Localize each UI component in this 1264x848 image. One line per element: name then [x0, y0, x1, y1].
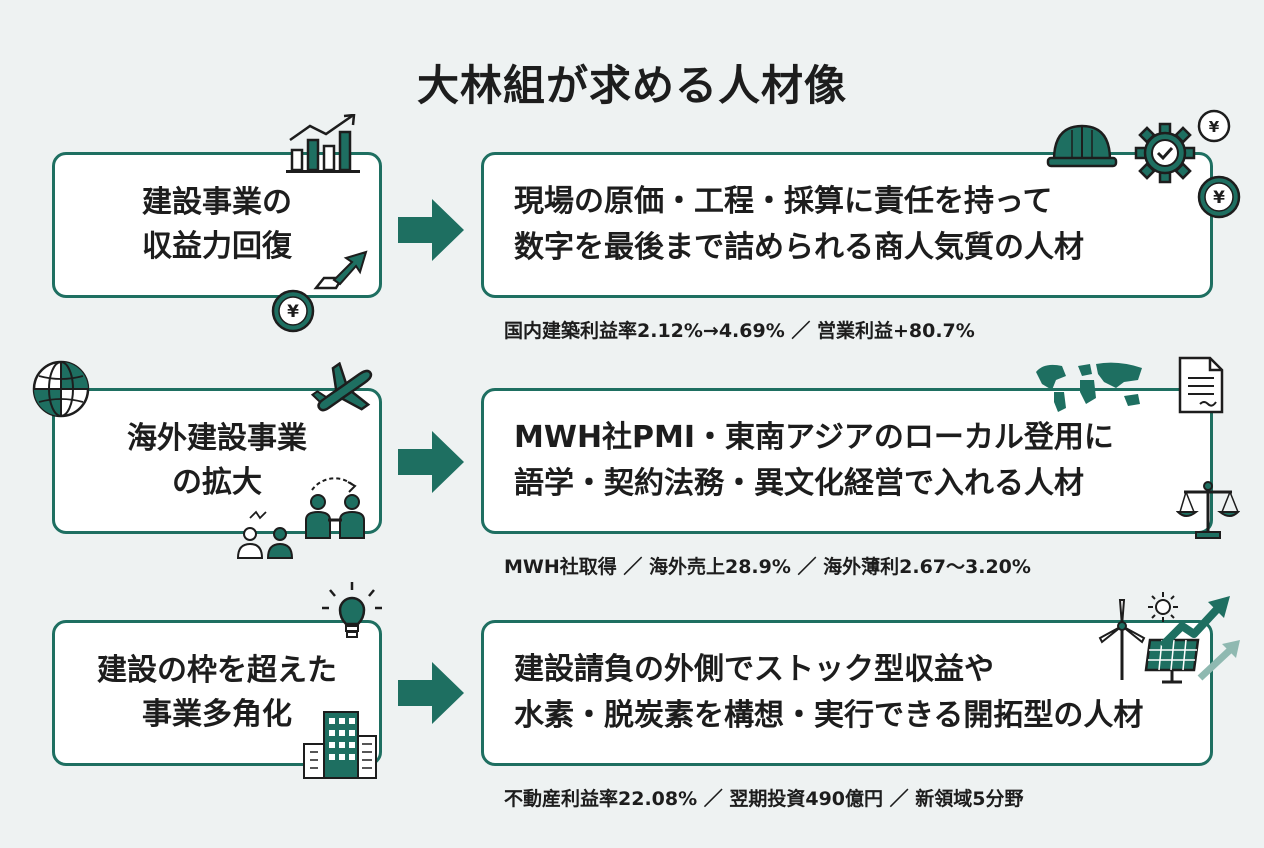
arrow-right-icon: [398, 662, 464, 724]
goal-box-overseas-expansion: 海外建設事業 の拡大: [52, 388, 382, 534]
airplane-icon: [310, 362, 373, 412]
goal-label-line-1: 建設事業の: [142, 185, 292, 220]
globe-icon: [32, 360, 90, 418]
yen-coin-right-icon: ¥: [1197, 175, 1241, 219]
page-title: 大林組が求める人材像: [416, 61, 847, 110]
group-people-icon: [236, 510, 294, 559]
yen-coin-right-symbol: ¥: [1213, 188, 1225, 208]
talent-desc-line-1: MWH社PMI・東南アジアのローカル登用に: [514, 420, 1114, 455]
people-exchange-icon: [305, 477, 365, 539]
stat-line-overseas: MWH社取得 ／ 海外売上28.9% ／ 海外薄利2.67〜3.20%: [504, 556, 1031, 578]
talent-desc-line-2: 語学・契約法務・異文化経営で入れる人材: [514, 466, 1084, 501]
talent-desc-line-1: 建設請負の外側でストック型収益や: [514, 652, 994, 687]
talent-desc-line-2: 水素・脱炭素を構想・実行できる開拓型の人材: [514, 698, 1144, 733]
arrow-right-icon: [398, 431, 464, 493]
sun-icon: [1148, 592, 1178, 622]
row-revenue-recovery: 建設事業の 収益力回復 現場の原価・工程・採算に責任を持って 数字を最後まで詰め…: [0, 109, 1264, 352]
talent-desc-line-1: 現場の原価・工程・採算に責任を持って: [514, 184, 1053, 219]
light-bulb-icon: [322, 582, 382, 638]
world-map-icon: [1036, 362, 1142, 412]
scales-of-justice-icon: [1176, 481, 1240, 539]
document-icon: [1178, 356, 1224, 414]
gear-check-icon: [1134, 122, 1196, 184]
hard-hat-icon: [1046, 124, 1118, 168]
goal-label-line-1: 建設の枠を超えた: [97, 653, 337, 688]
small-yen-symbol: ¥: [1209, 118, 1220, 136]
talent-box-pioneer: 建設請負の外側でストック型収益や 水素・脱炭素を構想・実行できる開拓型の人材: [481, 620, 1213, 766]
goal-label-line-2: 事業多角化: [142, 697, 292, 732]
solar-panel-icon: [1144, 638, 1200, 684]
row-diversification: 建設の枠を超えた 事業多角化 建設請負の外側でストック型収益や 水素・脱炭素を構…: [0, 582, 1264, 820]
stat-line-revenue: 国内建築利益率2.12%→4.69% ／ 営業利益+80.7%: [504, 320, 975, 342]
arrow-right-icon: [398, 199, 464, 261]
light-arrow-icon: [1197, 640, 1240, 681]
trend-up-arrow-icon: [1159, 596, 1230, 649]
goal-label-line-2: の拡大: [172, 465, 262, 500]
goal-box-diversification: 建設の枠を超えた 事業多角化: [52, 620, 382, 766]
goal-label-line-1: 海外建設事業: [127, 421, 307, 456]
goal-box-revenue-recovery: 建設事業の 収益力回復: [52, 152, 382, 298]
growth-arrow-icon: [313, 250, 368, 290]
row-overseas-expansion: 海外建設事業 の拡大 MWH社PMI・東南アジアのローカル登用に 語学・契約法務…: [0, 356, 1264, 588]
talent-box-merchant: 現場の原価・工程・採算に責任を持って 数字を最後まで詰められる商人気質の人材: [481, 152, 1213, 298]
small-yen-coin-icon: ¥: [1197, 109, 1231, 143]
stat-line-diversification: 不動産利益率22.08% ／ 翌期投資490億円 ／ 新領域5分野: [504, 788, 1024, 810]
buildings-icon: [303, 711, 377, 779]
yen-coin-symbol: ¥: [287, 302, 299, 322]
bar-chart-icon: [286, 114, 360, 173]
wind-turbine-icon: [1098, 599, 1146, 680]
talent-box-global: MWH社PMI・東南アジアのローカル登用に 語学・契約法務・異文化経営で入れる人…: [481, 388, 1213, 534]
talent-desc-line-2: 数字を最後まで詰められる商人気質の人材: [514, 230, 1084, 265]
yen-coin-icon: ¥: [271, 289, 315, 333]
goal-label-line-2: 収益力回復: [142, 229, 292, 264]
